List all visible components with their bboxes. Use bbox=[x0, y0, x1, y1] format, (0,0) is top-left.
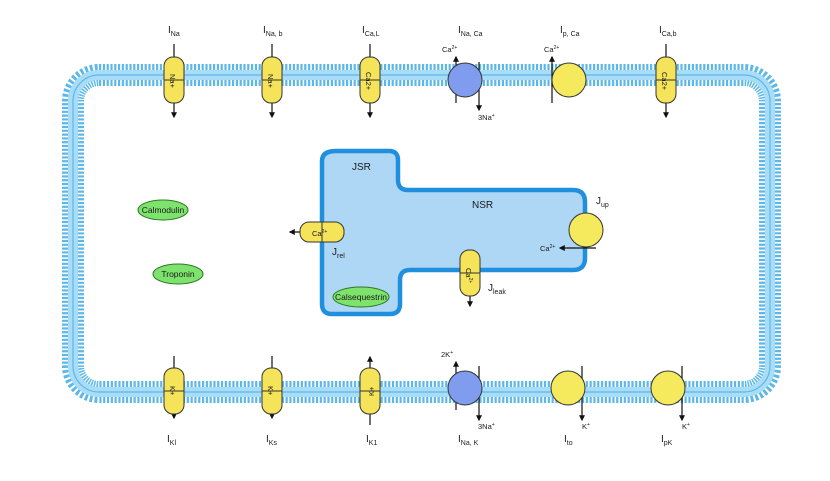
calcium-pump: Ca2+ bbox=[544, 45, 587, 103]
pump-bottom-in-ion: 2K+ bbox=[441, 350, 453, 359]
current-label-inaca: INa, Ca bbox=[458, 25, 483, 38]
current-label-inab: INa, b bbox=[263, 25, 283, 38]
troponin-label: Troponin bbox=[161, 269, 195, 279]
j-rel-label: Jrel bbox=[332, 247, 345, 260]
current-label-ito: Ito bbox=[564, 434, 573, 447]
current-label-ina: INa bbox=[168, 25, 180, 38]
calcium-pump-ion: Ca2+ bbox=[544, 45, 559, 54]
sodium-channel: Na+ bbox=[163, 44, 185, 119]
current-label-ipca: Ip, Ca bbox=[560, 25, 580, 38]
calsequestrin-label: Calsequestrin bbox=[335, 292, 387, 302]
current-label-ical: ICa,L bbox=[362, 25, 380, 38]
release-channel-ion: Ca2+ bbox=[312, 229, 327, 238]
current-label-icab: ICa,b bbox=[659, 25, 677, 38]
nsr-label: NSR bbox=[472, 200, 493, 211]
top-current-labels: INa INa, b ICa,L INa, Ca Ip, Ca ICa,b bbox=[168, 25, 677, 38]
background-sodium-channel-ion: Na+ bbox=[266, 74, 275, 89]
rapid-potassium-channel-ion: K+ bbox=[168, 386, 177, 396]
calmodulin-label: Calmodulin bbox=[142, 205, 185, 215]
sodium-potassium-pump: 2K+ 3Na+ bbox=[441, 350, 495, 431]
plateau-potassium-ion: K+ bbox=[682, 422, 690, 431]
slow-potassium-channel-ion: K+ bbox=[266, 386, 275, 396]
release-channel: Ca2+ bbox=[288, 221, 345, 243]
sodium-calcium-exchanger: Ca2+ 3Na+ bbox=[442, 45, 495, 122]
rapid-potassium-channel: K+ bbox=[163, 356, 185, 420]
current-label-iks: IKs bbox=[266, 434, 277, 447]
current-label-ipk: IpK bbox=[661, 434, 673, 447]
background-calcium-channel-ion: Ca2+ bbox=[660, 72, 669, 91]
background-calcium-channel: Ca2+ bbox=[655, 44, 677, 119]
leak-channel: Ca2+ bbox=[459, 249, 481, 308]
l-type-calcium-channel-ion: Ca2+ bbox=[364, 72, 373, 91]
pump-bottom-out-ion: 3Na+ bbox=[478, 422, 495, 431]
transient-outward-ion: K+ bbox=[582, 422, 590, 431]
serca-pump: Ca2+ bbox=[540, 212, 604, 253]
current-label-inak: INa, K bbox=[458, 434, 479, 447]
current-label-ik1: IK1 bbox=[366, 434, 377, 447]
calmodulin: Calmodulin bbox=[137, 199, 189, 221]
exchanger-top-in-ion: Ca2+ bbox=[442, 45, 457, 54]
inward-rectifier-potassium-channel-ion: K+ bbox=[367, 386, 376, 396]
plateau-potassium-pump: K+ bbox=[650, 366, 690, 431]
j-leak-label: Jleak bbox=[488, 283, 506, 296]
troponin: Troponin bbox=[152, 263, 204, 285]
inward-rectifier-potassium-channel: K+ bbox=[359, 355, 381, 425]
sarcoplasmic-reticulum bbox=[319, 148, 588, 317]
jsr-label: JSR bbox=[352, 162, 371, 173]
current-label-ikr: IKl bbox=[167, 434, 176, 447]
slow-potassium-channel: K+ bbox=[261, 356, 283, 420]
j-up-label: Jup bbox=[596, 196, 609, 209]
calsequestrin: Calsequestrin bbox=[332, 286, 390, 308]
background-sodium-channel: Na+ bbox=[261, 44, 283, 119]
sodium-channel-ion: Na+ bbox=[168, 74, 177, 89]
leak-channel-ion: Ca2+ bbox=[464, 268, 473, 283]
exchanger-top-out-ion: 3Na+ bbox=[478, 113, 495, 122]
serca-ion: Ca2+ bbox=[540, 244, 555, 253]
cell-membrane bbox=[62, 64, 781, 403]
l-type-calcium-channel: Ca2+ bbox=[359, 44, 381, 119]
bottom-current-labels: IKl IKs IK1 INa, K Ito IpK bbox=[167, 434, 673, 447]
transient-outward-pump: K+ bbox=[550, 366, 590, 431]
